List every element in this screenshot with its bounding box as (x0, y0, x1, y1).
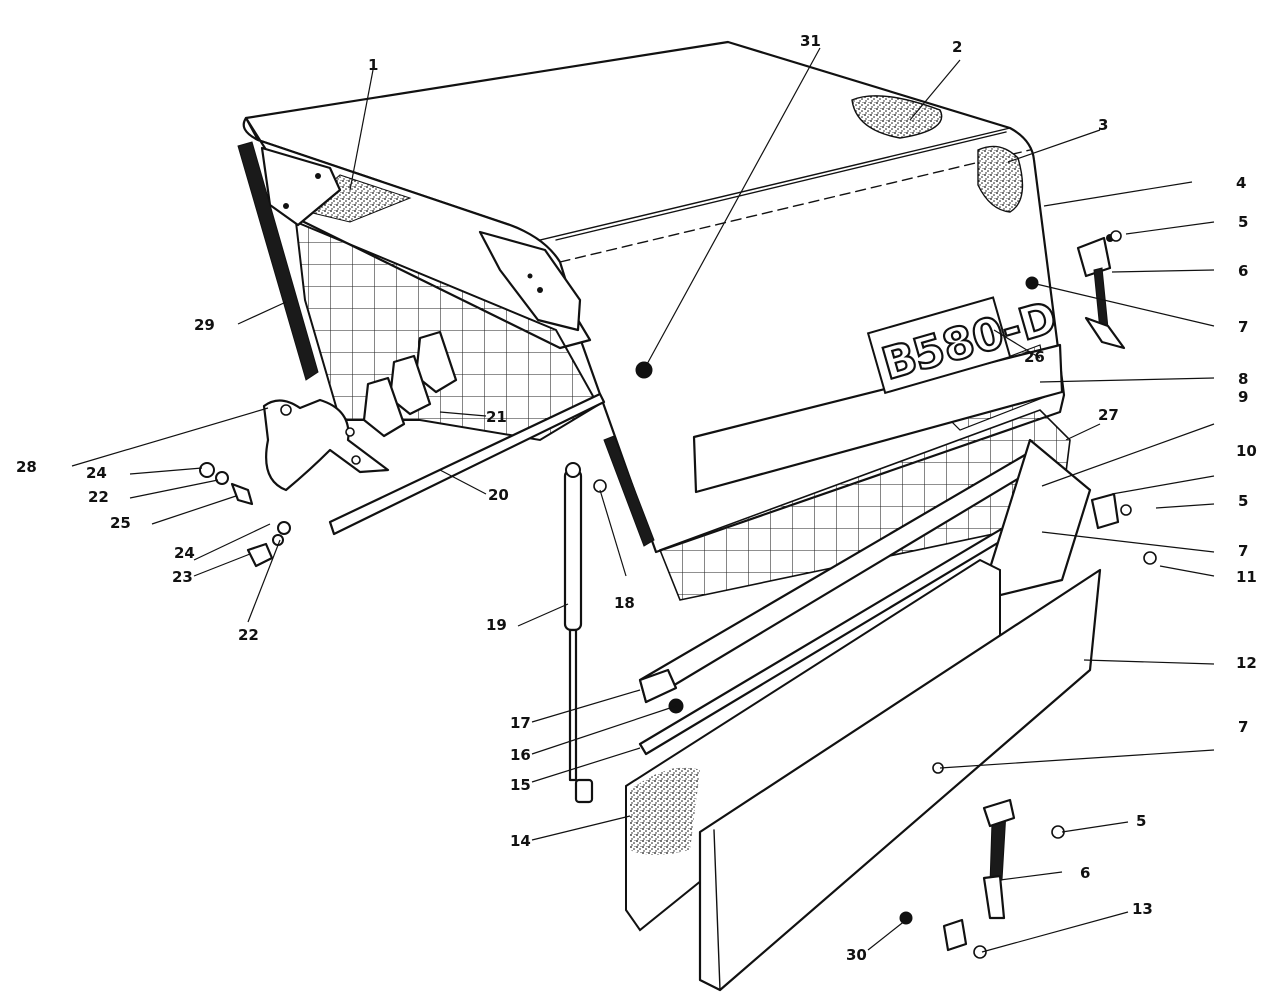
side-bracket-assembly (199, 330, 458, 568)
callout-24a: 24 (86, 464, 107, 482)
callout-12: 12 (1236, 654, 1257, 672)
callout-2: 2 (952, 38, 962, 56)
callout-16: 16 (510, 746, 531, 764)
callout-19: 19 (486, 616, 507, 634)
hood-assembly: B 580-D (237, 40, 1071, 601)
callout-5c: 5 (1136, 812, 1146, 830)
callout-17: 17 (510, 714, 531, 732)
callout-labels: 1 2 3 4 5 6 7 8 9 10 5 7 11 12 7 5 6 13 … (16, 32, 1257, 964)
latch-strap-upper (1076, 230, 1126, 350)
callout-20: 20 (488, 486, 509, 504)
callout-21: 21 (486, 408, 507, 426)
weather-seal-left (237, 141, 319, 381)
panel-27 (978, 438, 1092, 602)
callout-9: 9 (1238, 388, 1248, 406)
insulation-pad-3 (977, 145, 1024, 213)
hinge-plate-right (478, 230, 582, 332)
callout-27: 27 (1098, 406, 1119, 424)
callout-6: 6 (1238, 262, 1248, 280)
rail-20 (328, 392, 606, 536)
callout-1: 1 (368, 56, 378, 74)
callout-29: 29 (194, 316, 215, 334)
callout-7: 7 (1238, 318, 1248, 336)
callout-5: 5 (1238, 213, 1248, 231)
callout-14: 14 (510, 832, 531, 850)
callout-15: 15 (510, 776, 531, 794)
callout-7c: 7 (1238, 718, 1248, 736)
callout-6b: 6 (1080, 864, 1090, 882)
callout-8: 8 (1238, 370, 1248, 388)
callout-30: 30 (846, 946, 867, 964)
callout-5b: 5 (1238, 492, 1248, 510)
callout-26: 26 (1024, 348, 1045, 366)
callout-28: 28 (16, 458, 37, 476)
gas-strut-19 (563, 462, 607, 804)
tailgate-door-12 (698, 568, 1102, 992)
callout-31: 31 (800, 32, 821, 50)
insulation-pad-2 (851, 95, 943, 139)
callout-3: 3 (1098, 116, 1108, 134)
support-bracket-28 (262, 398, 390, 492)
hinge-plate-left (260, 146, 342, 227)
callout-18: 18 (614, 594, 635, 612)
callout-10: 10 (1236, 442, 1257, 460)
leader-lines (71, 47, 1215, 953)
latch-strap-lower (899, 762, 1065, 959)
callout-22b: 22 (238, 626, 259, 644)
callout-23: 23 (172, 568, 193, 586)
callout-13: 13 (1132, 900, 1153, 918)
callout-25: 25 (110, 514, 131, 532)
callout-24b: 24 (174, 544, 195, 562)
callout-7b: 7 (1238, 542, 1248, 560)
callout-11: 11 (1236, 568, 1257, 586)
weather-seal-front (603, 435, 655, 547)
callout-22a: 22 (88, 488, 109, 506)
callout-4: 4 (1236, 174, 1246, 192)
plug-31 (635, 361, 653, 379)
